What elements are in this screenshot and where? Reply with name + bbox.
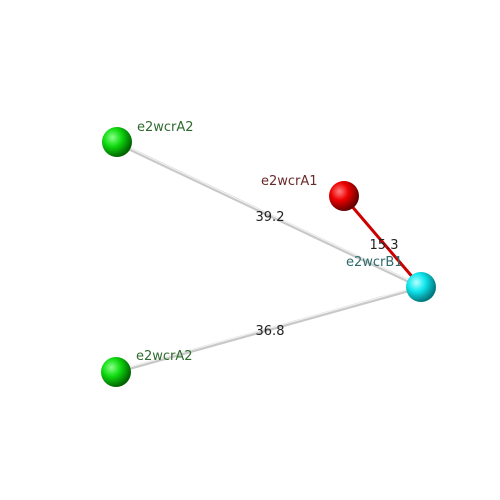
edge-line (114, 285, 423, 374)
edge-label: 15.3 (370, 238, 399, 253)
node-label: e2wcrA2 (136, 349, 193, 364)
node-label: e2wcrB1 (346, 255, 403, 270)
edge-label: 39.2 (256, 210, 285, 225)
edge-n4-n3: 36.8 (114, 285, 423, 374)
node-sphere[interactable] (101, 357, 131, 387)
node-n4[interactable]: e2wcrA2 (101, 349, 193, 387)
node-sphere[interactable] (102, 127, 132, 157)
edge-line-highlight (115, 285, 422, 372)
edge-n1-n3: 39.2 (115, 141, 423, 289)
edge-line-highlight (116, 141, 422, 287)
node-n3[interactable]: e2wcrB1 (346, 255, 436, 302)
edge-line (115, 141, 423, 289)
node-n2[interactable]: e2wcrA1 (261, 174, 359, 211)
node-sphere[interactable] (329, 181, 359, 211)
edge-n2-n3: 15.3 (342, 195, 423, 289)
node-sphere[interactable] (406, 272, 436, 302)
edge-line (342, 195, 423, 289)
node-n1[interactable]: e2wcrA2 (102, 120, 194, 157)
edge-label: 36.8 (256, 324, 285, 339)
node-label: e2wcrA2 (137, 120, 194, 135)
node-label: e2wcrA1 (261, 174, 318, 189)
